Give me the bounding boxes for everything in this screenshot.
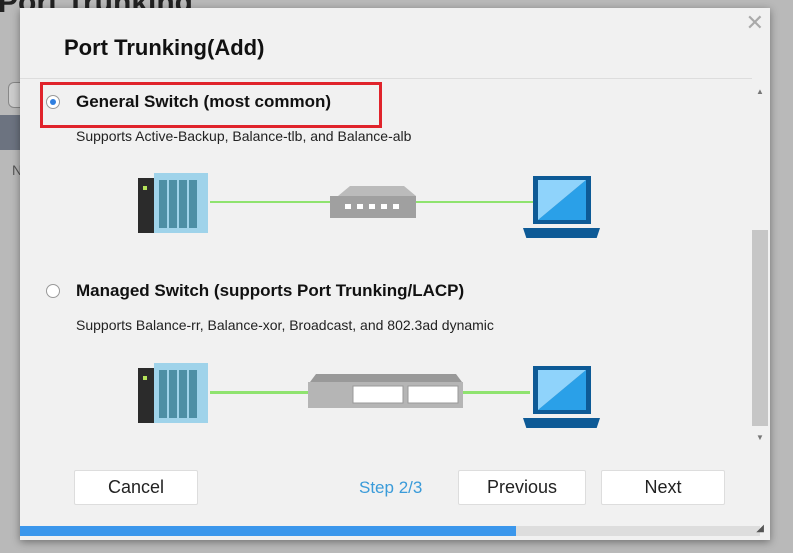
radio-general-switch[interactable] <box>46 95 60 109</box>
background-label: N <box>12 162 23 178</box>
progress-bar <box>20 526 760 536</box>
dialog-title: Port Trunking(Add) <box>64 35 265 60</box>
close-icon[interactable]: ✕ <box>745 10 764 35</box>
nas-icon <box>138 363 208 423</box>
general-switch-diagram <box>138 168 608 240</box>
nas-icon <box>138 173 208 233</box>
cancel-button[interactable]: Cancel <box>74 470 198 505</box>
scrollbar-thumb[interactable] <box>752 230 768 426</box>
scroll-down-icon[interactable]: ▼ <box>756 433 764 442</box>
option-label: General Switch (most common) <box>76 92 332 111</box>
next-button[interactable]: Next <box>601 470 725 505</box>
background-header <box>0 115 20 150</box>
highlight-box <box>40 82 382 128</box>
switch-icon <box>330 186 416 218</box>
radio-managed-switch[interactable] <box>46 284 60 298</box>
port-trunking-dialog: Port Trunking(Add) ✕ General Switch (mos… <box>20 8 770 540</box>
option-label: Managed Switch (supports Port Trunking/L… <box>76 281 465 300</box>
progress-fill <box>20 526 516 536</box>
laptop-icon <box>523 176 600 240</box>
laptop-icon <box>523 366 600 430</box>
managed-switch-diagram <box>138 358 608 430</box>
diagram-illustration <box>138 363 600 430</box>
step-indicator: Step 2/3 <box>359 478 423 497</box>
scroll-up-icon[interactable]: ▲ <box>756 87 764 96</box>
divider <box>20 78 752 79</box>
scrollbar[interactable]: ▲ ▼ <box>752 83 768 443</box>
option-description: Supports Balance-rr, Balance-xor, Broadc… <box>76 317 494 333</box>
previous-button[interactable]: Previous <box>458 470 586 505</box>
resize-grip-icon[interactable]: ◢ <box>756 523 764 534</box>
diagram-illustration <box>138 173 600 240</box>
managed-switch-icon <box>308 374 463 408</box>
option-description: Supports Active-Backup, Balance-tlb, and… <box>76 128 412 144</box>
